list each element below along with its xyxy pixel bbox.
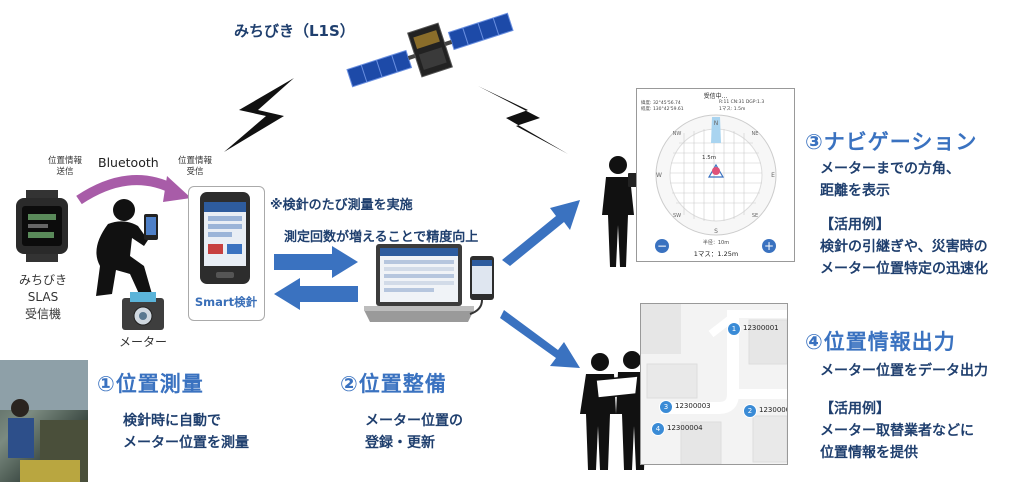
note-survey: ※検針のたび測量を実施 — [270, 198, 413, 213]
compass-n: N — [714, 120, 719, 127]
compass-se: SE — [752, 213, 758, 219]
signal-bolt-right-icon — [478, 86, 568, 154]
arrow-to-navigation — [502, 200, 580, 266]
compass-dial: N NE E SE S SW W NW — [655, 114, 777, 236]
section-4-title: ④位置情報出力 — [805, 330, 956, 354]
bluetooth-label: Bluetooth — [98, 155, 159, 170]
field-photo — [0, 360, 88, 482]
satellite-icon — [346, 12, 514, 88]
arrow-to-output — [500, 310, 580, 368]
map-marker-3[interactable]: 3 — [659, 400, 673, 414]
meter-label: メーター — [118, 335, 167, 349]
section-3-title: ③ナビゲーション — [805, 130, 978, 154]
compass-e: E — [771, 172, 775, 179]
nav-status: 受信中... — [703, 93, 728, 100]
section-3-example: 【活用例】 検針の引継ぎや、災害時の メーター位置特定の迅速化 — [820, 217, 988, 277]
nav-distance: 1.5m — [702, 155, 717, 161]
map-marker-2[interactable]: 2 — [743, 404, 757, 418]
nav-lat: 緯度: 32°45'56.74 — [641, 101, 681, 106]
compass-ne: NE — [752, 131, 759, 137]
nav-meta2: 1マス: 1.5m — [719, 107, 746, 112]
laptop-icon — [364, 244, 474, 322]
section-4-body: メーター位置をデータ出力 — [820, 363, 988, 379]
map-label-2: 12300002 — [759, 406, 787, 414]
satellite-label: みちびき（L1S） — [234, 22, 355, 40]
zoom-out-button[interactable]: − — [655, 239, 669, 253]
nav-grid: 1マス：1.25m — [693, 250, 739, 258]
connected-phone-icon — [469, 256, 494, 315]
nav-meta1: R:11 CN:31 DGP:1.3 — [719, 100, 765, 105]
section-1-body: 検針時に自動で メーター位置を測量 — [123, 413, 249, 451]
receive-label: 位置情報 受信 — [177, 156, 212, 177]
compass-s: S — [714, 228, 718, 235]
meter-icon — [122, 292, 164, 330]
map-label-1: 12300001 — [743, 324, 779, 332]
note-accuracy: 測定回数が増えることで精度向上 — [284, 230, 479, 245]
nav-lon: 経度: 130°42'59.61 — [641, 107, 684, 112]
section-2-body: メーター位置の 登録・更新 — [365, 413, 463, 451]
section-3-body: メーターまでの方角、 距離を表示 — [820, 161, 960, 199]
nav-radius: 半径：10m — [702, 240, 730, 246]
exchange-arrows — [274, 246, 358, 310]
photo-scene — [0, 360, 88, 482]
compass-sw: SW — [673, 213, 681, 219]
worker-crouching-icon — [96, 199, 158, 296]
zoom-in-button[interactable]: + — [762, 239, 776, 253]
map-panel: 1 12300001 2 12300002 3 12300003 4 12300… — [640, 303, 788, 465]
section-1-title: ①位置測量 — [97, 372, 204, 396]
map-marker-4[interactable]: 4 — [651, 422, 665, 436]
send-label: 位置情報 送信 — [47, 156, 82, 177]
compass-w: W — [656, 172, 662, 179]
map-label-4: 12300004 — [667, 424, 703, 432]
standing-worker-icon — [602, 156, 637, 267]
receiver-watch-icon — [16, 190, 68, 262]
map-label-3: 12300003 — [675, 402, 711, 410]
navigation-screen: 受信中... 緯度: 32°45'56.74 経度: 130°42'59.61 … — [636, 88, 795, 262]
smartphone-icon — [200, 192, 250, 284]
smartphone-label: Smart検針 — [194, 295, 258, 309]
compass-nw: NW — [673, 131, 682, 137]
section-4-example: 【活用例】 メーター取替業者などに 位置情報を提供 — [820, 401, 974, 461]
signal-bolt-left-icon — [224, 78, 294, 152]
bluetooth-arrow — [76, 175, 191, 205]
section-2-title: ②位置整備 — [340, 372, 447, 396]
receiver-label: みちびき SLAS 受信機 — [18, 273, 67, 321]
map-marker-1[interactable]: 1 — [727, 322, 741, 336]
map-background — [641, 304, 787, 464]
